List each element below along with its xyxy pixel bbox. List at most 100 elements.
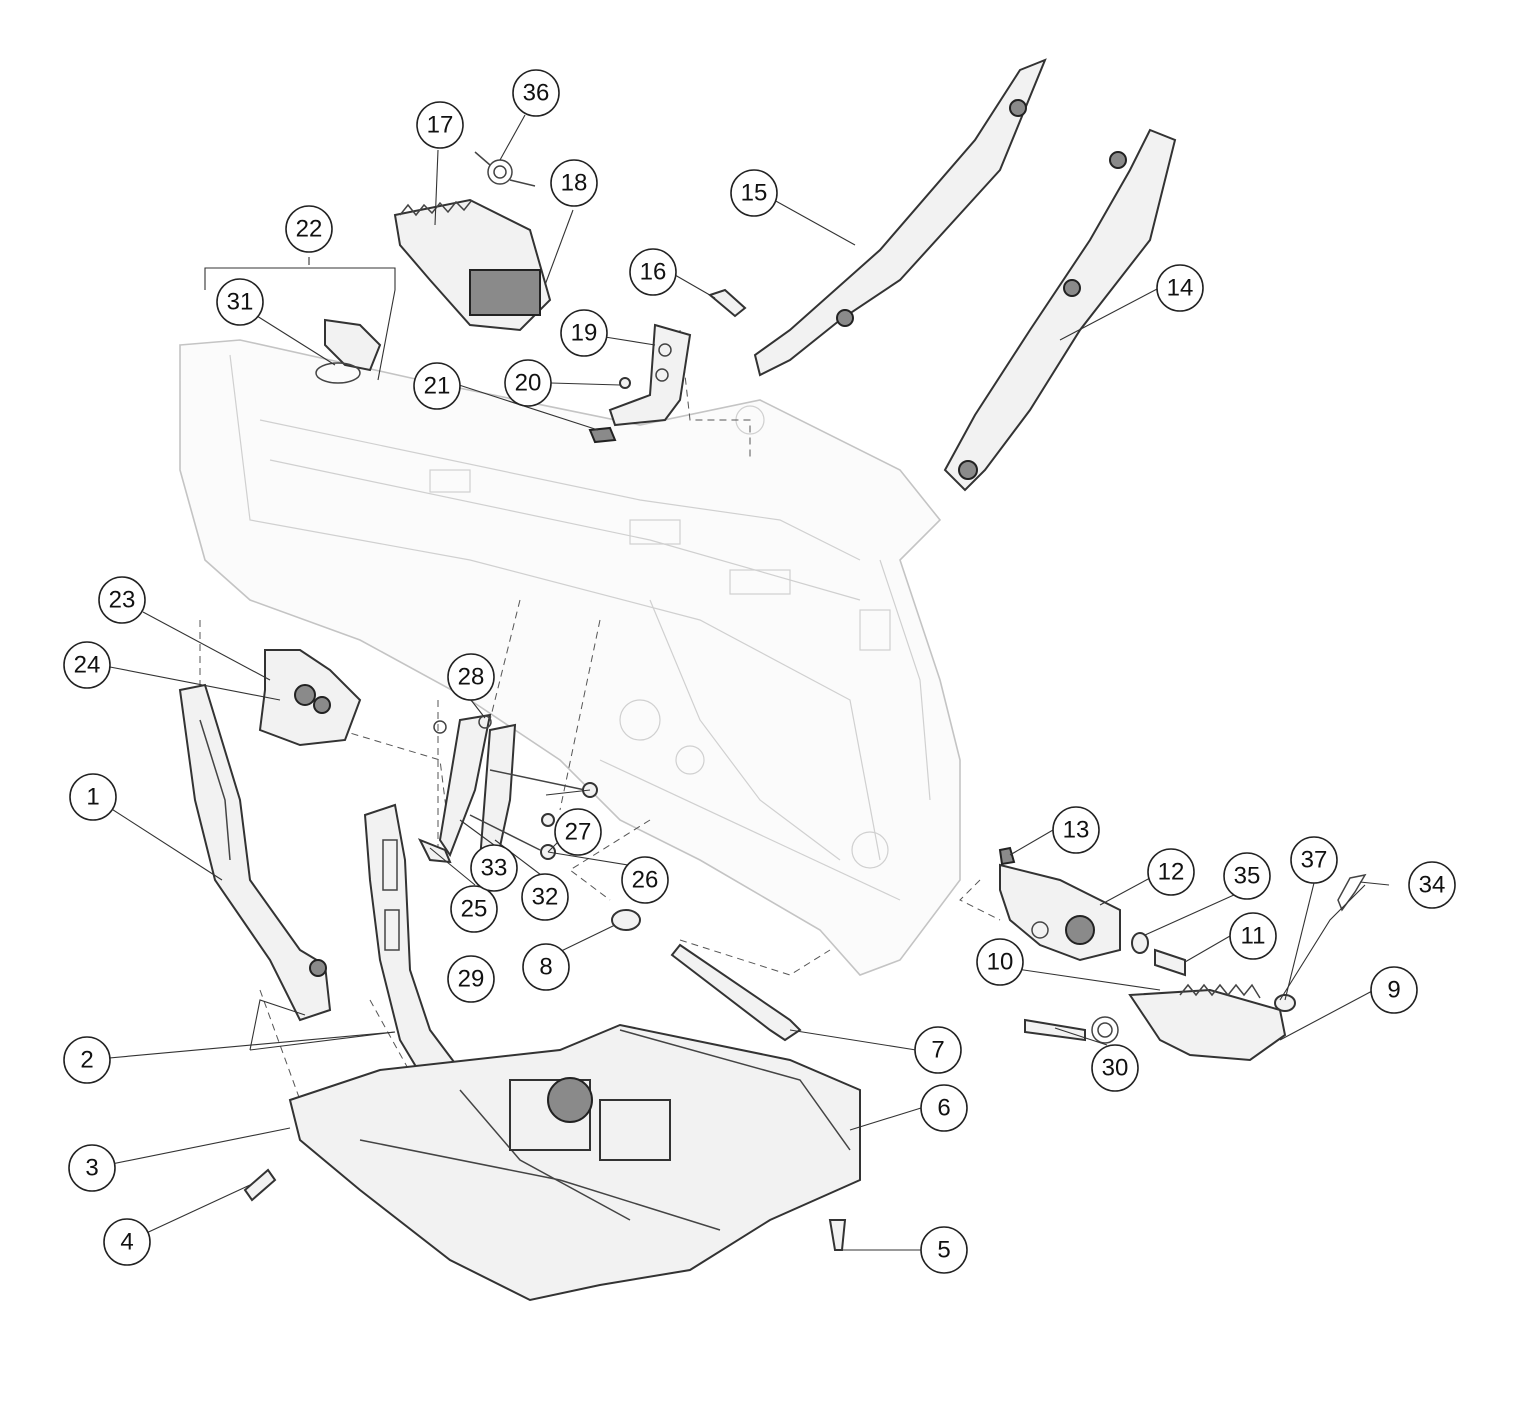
part-5-bolt [828,1219,847,1251]
callout-circle [285,205,333,253]
callout-28: 28 [447,653,495,701]
callout-circle [920,1084,968,1132]
callout-8: 8 [522,943,570,991]
callout-circle [621,856,669,904]
callout-circle [416,101,464,149]
callout-18: 18 [550,159,598,207]
callout-circle [63,641,111,689]
part-1-frame-rail [178,683,332,1022]
callout-26: 26 [621,856,669,904]
callout-36: 36 [512,69,560,117]
callout-3: 3 [68,1144,116,1192]
callout-14: 14 [1156,264,1204,312]
callout-number: 33 [481,855,508,882]
callout-16: 16 [629,248,677,296]
callout-circle [521,873,569,921]
part-9-footpeg [1128,988,1287,1062]
callout-number: 13 [1063,817,1090,844]
callout-32: 32 [521,873,569,921]
callout-21: 21 [413,362,461,410]
callout-number: 2 [80,1047,93,1074]
part-25-bolt [417,838,452,864]
part-10-spring [1091,1016,1119,1044]
callout-34: 34 [1408,861,1456,909]
callout-circle [98,576,146,624]
callout-24: 24 [63,641,111,689]
part-6-skid-plate [288,1023,861,1302]
callout-circle [522,943,570,991]
part-13-nut [998,846,1016,866]
callout-number: 34 [1419,872,1446,899]
callout-37: 37 [1290,836,1338,884]
part-37-bushing [1274,994,1296,1012]
callout-number: 17 [427,112,454,139]
callout-number: 12 [1158,859,1185,886]
callout-number: 31 [227,289,254,316]
callout-7: 7 [914,1026,962,1074]
callout-number: 36 [523,80,550,107]
callout-circle [976,938,1024,986]
callout-number: 5 [937,1237,950,1264]
callout-number: 30 [1102,1055,1129,1082]
callout-number: 20 [515,370,542,397]
callout-circle [560,309,608,357]
callout-number: 25 [461,896,488,923]
callout-number: 27 [565,819,592,846]
callout-number: 1 [86,784,99,811]
callout-33: 33 [470,844,518,892]
part-30-pin [1024,1018,1086,1042]
callout-number: 32 [532,884,559,911]
callout-number: 29 [458,966,485,993]
callout-31: 31 [216,278,264,326]
callout-circle [470,844,518,892]
part-4-bolt [243,1168,277,1202]
callout-circle [550,159,598,207]
callout-number: 7 [931,1037,944,1064]
part-20-screw [619,377,631,389]
callout-circle [1147,848,1195,896]
callout-circle [1229,912,1277,960]
callout-circle [68,1144,116,1192]
callout-20: 20 [504,359,552,407]
callout-11: 11 [1229,912,1277,960]
part-36-spring [487,159,513,185]
callout-number: 26 [632,867,659,894]
part-8-spacer [611,909,641,931]
callout-17: 17 [416,101,464,149]
callout-25: 25 [450,885,498,933]
callout-1: 1 [69,773,117,821]
callout-27: 27 [554,808,602,856]
callout-22: 22 [285,205,333,253]
callout-number: 23 [109,587,136,614]
part-32-link-plate [478,723,517,872]
callout-number: 37 [1301,847,1328,874]
callout-number: 16 [640,259,667,286]
callout-circle [447,955,495,1003]
part-shapes [178,58,1367,1302]
callout-number: 11 [1241,923,1266,950]
callout-number: 28 [458,664,485,691]
callout-circle [103,1218,151,1266]
callout-circle [914,1026,962,1074]
callout-10: 10 [976,938,1024,986]
part-15-upper-rail [753,58,1047,377]
callout-circle [1408,861,1456,909]
part-7-long-bolt [670,943,802,1042]
callout-6: 6 [920,1084,968,1132]
part-14-lower-rail [943,128,1177,492]
callout-circle [63,1036,111,1084]
callout-number: 3 [85,1155,98,1182]
callout-number: 10 [987,949,1014,976]
callout-12: 12 [1147,848,1195,896]
part-21-nut [588,426,617,444]
callout-2: 2 [63,1036,111,1084]
callout-13: 13 [1052,806,1100,854]
part-22-cap [324,318,382,372]
callout-number: 22 [296,216,323,243]
callout-4: 4 [103,1218,151,1266]
callout-29: 29 [447,955,495,1003]
callout-number: 21 [424,373,451,400]
callout-circle [1156,264,1204,312]
callout-30: 30 [1091,1044,1139,1092]
